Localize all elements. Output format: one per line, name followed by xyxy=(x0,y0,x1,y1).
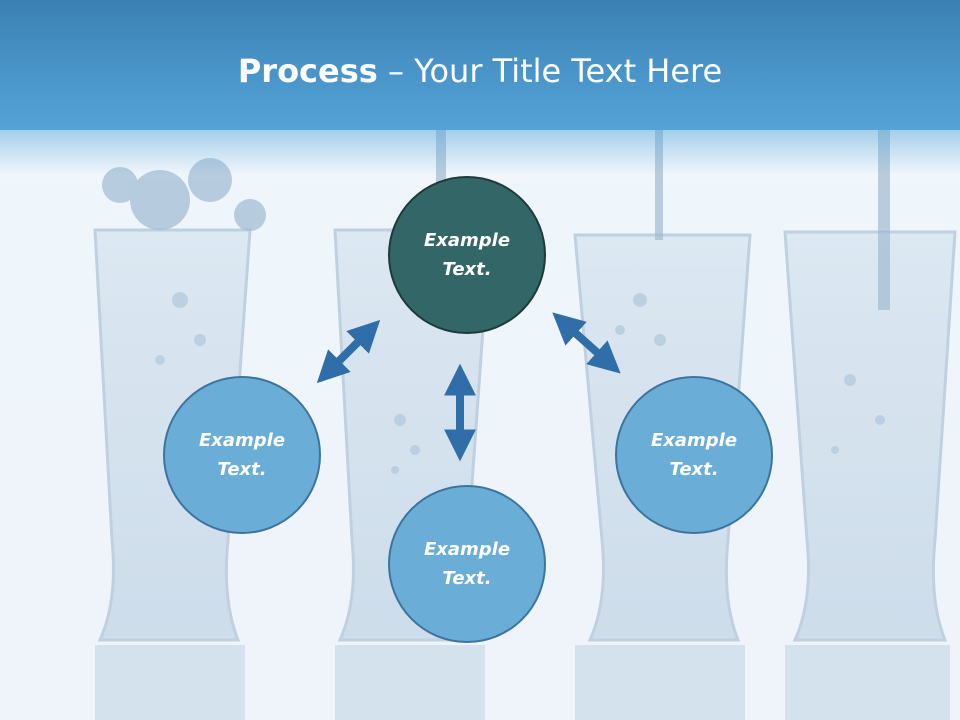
process-circle-left-text: Example Text. xyxy=(198,430,286,480)
title-separator: – xyxy=(377,52,415,90)
process-circle-left: Example Text. xyxy=(163,376,321,534)
process-circle-bottom: Example Text. xyxy=(388,485,546,643)
title-bar-fade xyxy=(0,125,960,175)
arrow-top-right xyxy=(552,312,621,374)
slide-title: Process – Your Title Text Here xyxy=(0,52,960,90)
arrow-top-left xyxy=(316,319,381,384)
process-circle-top: Example Text. xyxy=(388,176,546,334)
title-bar xyxy=(0,0,960,130)
process-circle-right: Example Text. xyxy=(615,376,773,534)
title-bold: Process xyxy=(237,52,378,90)
process-circle-right-text: Example Text. xyxy=(650,430,738,480)
title-rest: Your Title Text Here xyxy=(414,52,723,90)
process-circle-top-text: Example Text. xyxy=(423,230,511,280)
process-circle-bottom-text: Example Text. xyxy=(423,539,511,589)
